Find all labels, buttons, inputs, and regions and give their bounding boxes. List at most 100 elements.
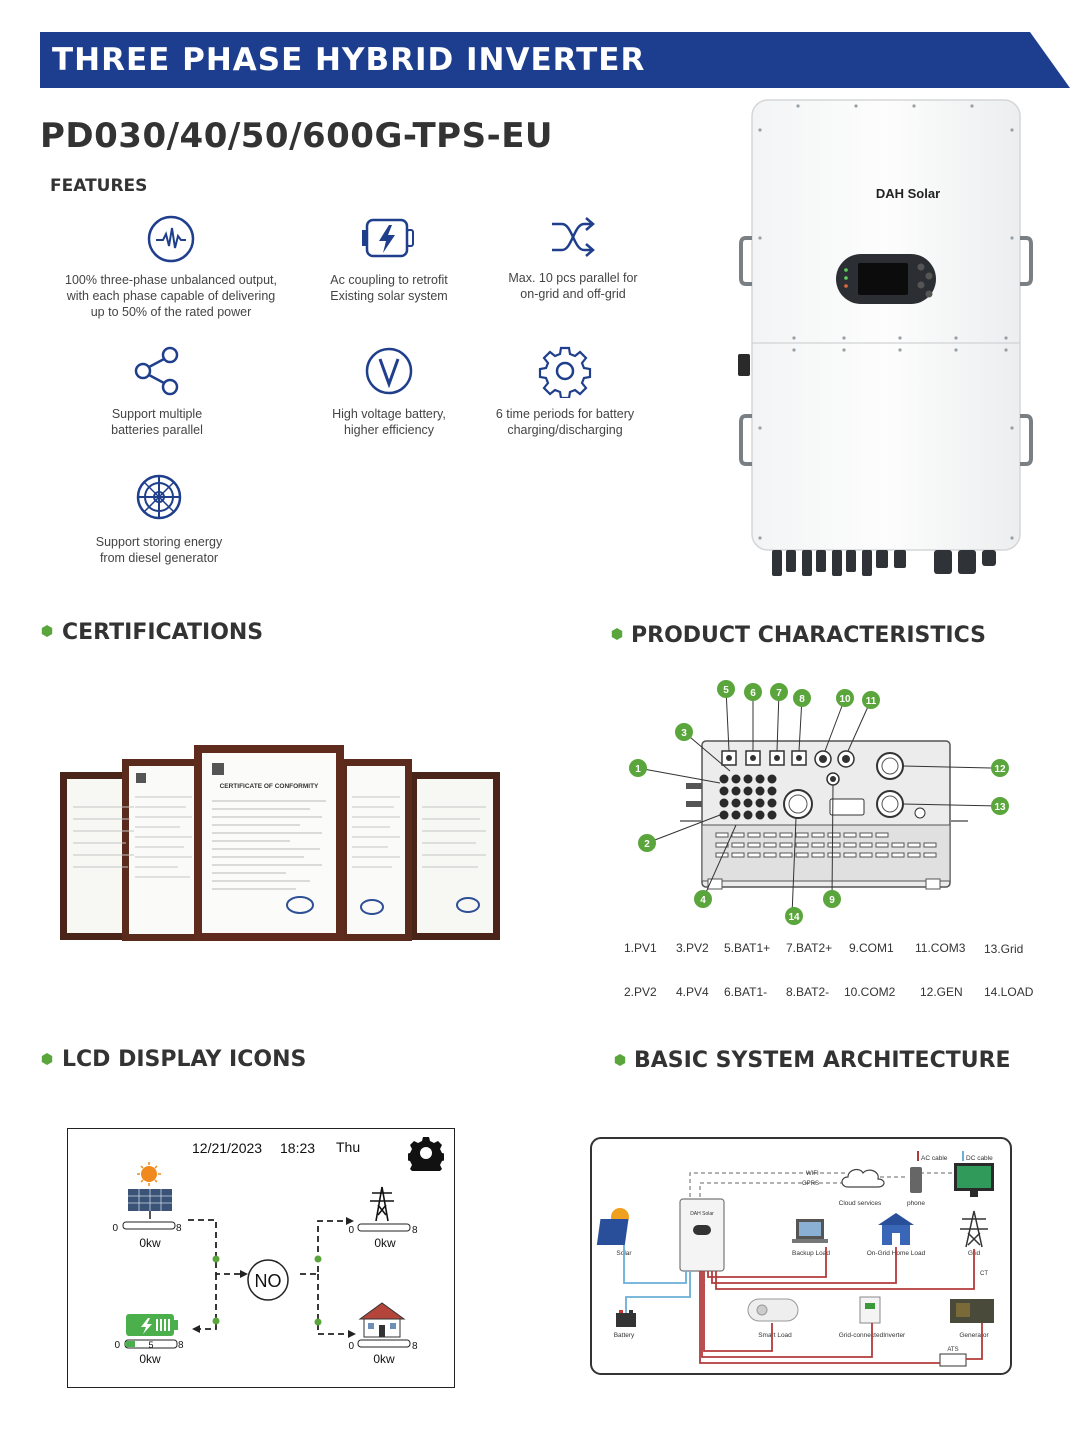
monitor-icon <box>954 1163 994 1197</box>
section-bullet-icon <box>41 625 53 637</box>
grid-power-value: 0kw <box>374 1236 396 1250</box>
port-callout-9: 9 <box>829 895 835 906</box>
battery-power-value: 0kw <box>139 1352 161 1366</box>
battery-icon <box>126 1314 178 1336</box>
solar-panel-icon <box>128 1162 172 1219</box>
port-callout-3: 3 <box>681 728 687 739</box>
port-callout-1: 1 <box>635 764 641 775</box>
lcd-date: 12/21/2023 <box>192 1140 263 1156</box>
port-callout-4: 4 <box>700 895 706 906</box>
port-label: 7.BAT2+ <box>786 941 833 955</box>
home-icon <box>358 1302 406 1338</box>
port-callout-12: 12 <box>994 764 1006 775</box>
product-characteristics-heading: PRODUCT CHARACTERISTICS <box>631 623 986 648</box>
voltage-icon <box>365 347 413 395</box>
port-callout-2: 2 <box>644 839 650 850</box>
home-max: 8 <box>412 1341 418 1352</box>
feature-item: 100% three-phase unbalanced output,with … <box>56 212 286 320</box>
home-min: 0 <box>348 1341 354 1352</box>
lcd-day: Thu <box>336 1139 361 1155</box>
lcd-display-icons-heading: LCD DISPLAY ICONS <box>62 1047 307 1072</box>
model-number: PD030/40/50/600G-TPS-EU <box>40 116 554 156</box>
energy-flow-diagram: NO 0 8 0kw 0 <box>112 1162 418 1366</box>
legend-dc-cable: DC cable <box>966 1155 993 1162</box>
shuffle-icon <box>552 217 595 257</box>
grid-tower-icon <box>370 1186 394 1222</box>
wifi-label: WIFI <box>806 1171 819 1177</box>
port-callout-5: 5 <box>723 685 729 696</box>
port-callout-13: 13 <box>994 802 1006 813</box>
battery-max: 8 <box>178 1340 184 1351</box>
feature-text: High voltage battery,higher efficiency <box>332 407 446 437</box>
smart-load-icon <box>747 1298 799 1322</box>
port-label: 12.GEN <box>920 985 963 999</box>
port-label: 2.PV2 <box>624 985 657 999</box>
arch-inverter-brand: DAH Solar <box>690 1211 714 1217</box>
section-bullet-icon <box>614 1054 626 1066</box>
port-label: 14.LOAD <box>984 985 1034 999</box>
generator-label: Generator <box>959 1332 989 1339</box>
gprs-label: GPRS <box>802 1181 819 1187</box>
certificates-image: CERTIFICATE OF CONFORMITY <box>60 745 500 941</box>
port-label: 13.Grid <box>984 942 1024 956</box>
port-label: 1.PV1 <box>624 941 657 955</box>
battery-charge-icon <box>362 218 414 258</box>
port-label: 6.BAT1- <box>724 985 768 999</box>
system-architecture-diagram: AC cable DC cable WIFI GPRS Cloud servic… <box>590 1137 1012 1375</box>
port-callout-10: 10 <box>839 694 851 705</box>
lcd-time: 18:23 <box>280 1140 316 1156</box>
port-label: 3.PV2 <box>676 941 709 955</box>
section-bullet-icon <box>41 1053 53 1065</box>
inverter-icon: DAH Solar <box>679 1198 725 1272</box>
home-power-value: 0kw <box>373 1352 395 1366</box>
ats-label: ATS <box>947 1347 958 1353</box>
lcd-center-status: NO <box>255 1271 282 1291</box>
port-label: 5.BAT1+ <box>724 941 771 955</box>
phone-icon <box>910 1167 922 1193</box>
section-bullet-icon <box>611 628 623 640</box>
battery-icon <box>616 1310 636 1327</box>
port-callout-14: 14 <box>788 912 800 923</box>
legend-ac-cable: AC cable <box>921 1155 948 1162</box>
inverter-port-diagram: 5 6 7 8 10 11 3 1 2 4 12 13 14 9 <box>629 680 1009 925</box>
certifications-heading: CERTIFICATIONS <box>62 620 264 645</box>
title-banner <box>40 32 1070 88</box>
lcd-display: 12/21/2023 18:23 Thu NO <box>67 1128 455 1388</box>
backup-load-label: Backup Load <box>792 1250 830 1257</box>
solar-min: 0 <box>112 1223 118 1234</box>
battery-label: Battery <box>614 1332 635 1339</box>
port-callout-7: 7 <box>776 688 782 699</box>
settings-gear-icon[interactable] <box>408 1135 444 1171</box>
grid-min: 0 <box>348 1225 354 1236</box>
backup-load-icon <box>792 1219 828 1243</box>
port-callout-8: 8 <box>799 694 805 705</box>
solar-max: 8 <box>176 1223 182 1234</box>
grid-max: 8 <box>412 1225 418 1236</box>
features-heading: FEATURES <box>50 176 148 196</box>
generator-icon <box>136 474 182 520</box>
solar-power-value: 0kw <box>139 1236 161 1250</box>
solar-icon <box>596 1208 629 1245</box>
battery-min: 0 <box>114 1340 120 1351</box>
ats-box <box>939 1353 967 1367</box>
feature-text: 100% three-phase unbalanced output,with … <box>65 273 277 319</box>
share-icon <box>134 346 179 396</box>
grid-connected-inverter-icon <box>859 1296 881 1324</box>
home-load-icon <box>878 1213 914 1245</box>
battery-soc: 5 <box>148 1340 153 1350</box>
port-label: 10.COM2 <box>844 985 896 999</box>
port-callout-11: 11 <box>866 696 877 707</box>
ct-label: CT <box>980 1271 988 1277</box>
certificate-title: CERTIFICATE OF CONFORMITY <box>220 783 319 790</box>
port-label: 9.COM1 <box>849 941 894 955</box>
port-label: 4.PV4 <box>676 985 709 999</box>
port-label: 8.BAT2- <box>786 985 830 999</box>
